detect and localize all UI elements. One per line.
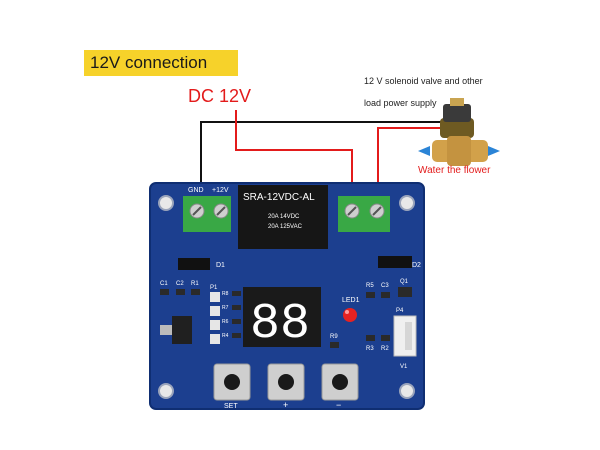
button-plus[interactable]: [267, 363, 305, 401]
load-power-label-line1: 12 V solenoid valve and other: [364, 76, 483, 86]
button-minus-label: −: [336, 400, 341, 410]
load-power-label-line2: load power supply: [364, 98, 437, 108]
label-r3: R3: [366, 346, 374, 352]
label-q1: Q1: [400, 279, 409, 285]
button-set-label: SET: [224, 403, 238, 410]
connector-p4: [393, 315, 417, 357]
terminal-block-power: [183, 196, 231, 232]
label-d1: D1: [216, 262, 225, 269]
label-r6: R6: [222, 319, 229, 325]
header-p1: [210, 292, 220, 344]
terminal-block-load: [338, 196, 390, 232]
black-wire: [200, 121, 456, 195]
label-r8: R8: [222, 291, 229, 297]
diode-d2: [378, 256, 412, 268]
label-d2: D2: [412, 262, 421, 269]
label-p1: P1: [210, 285, 218, 291]
solenoid-valve: [418, 98, 500, 166]
relay-rating-line1: 20A 14VDC: [268, 214, 300, 220]
label-r5: R5: [366, 283, 374, 289]
connection-heading: 12V connection: [84, 50, 238, 76]
label-r9: R9: [330, 334, 338, 340]
diode-d1: [178, 258, 210, 270]
label-r1: R1: [191, 281, 199, 287]
display-digits: 88: [250, 296, 310, 353]
led-red: [343, 308, 357, 322]
button-minus[interactable]: [321, 363, 359, 401]
label-p4: P4: [396, 308, 404, 314]
dc-12v-label: DC 12V: [188, 86, 252, 106]
relay: [238, 185, 328, 249]
label-c3: C3: [381, 283, 389, 289]
label-c1: C1: [160, 281, 168, 287]
label-r2: R2: [381, 346, 389, 352]
relay-model-text: SRA-12VDC-AL: [243, 192, 315, 203]
label-r7: R7: [222, 305, 229, 311]
label-gnd: GND: [188, 187, 204, 194]
smd-components-left: [160, 289, 241, 338]
label-v1: V1: [400, 364, 408, 370]
smd-components-right: [330, 287, 412, 348]
water-flower-label: Water the flower: [418, 165, 491, 176]
label-plus12v: +12V: [212, 187, 229, 194]
relay-rating-line2: 20A 125VAC: [268, 224, 303, 230]
label-led1: LED1: [342, 297, 360, 304]
label-r4: R4: [222, 333, 229, 339]
red-wire-valve: [377, 127, 440, 196]
load-power-label: 12 V solenoid valve and other load power…: [364, 70, 483, 114]
red-wire-dc-positive: [235, 110, 353, 196]
voltage-regulator: [160, 316, 192, 344]
seven-segment-display: [243, 287, 321, 347]
button-set[interactable]: [213, 363, 251, 401]
button-plus-label: +: [283, 400, 288, 410]
label-c2: C2: [176, 281, 184, 287]
